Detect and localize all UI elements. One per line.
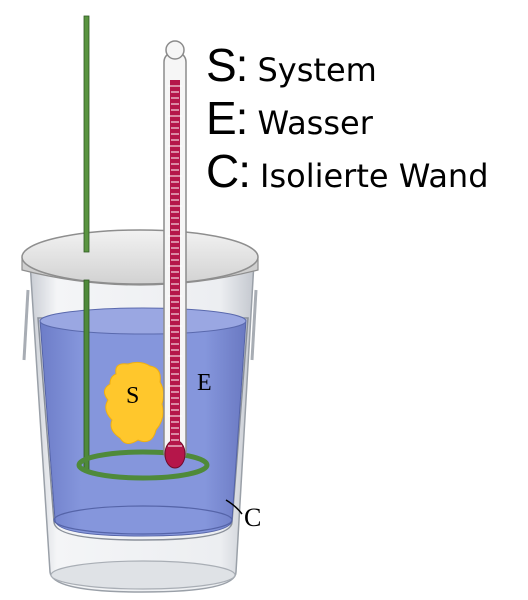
water-bottom [53, 505, 233, 535]
label-system: S [126, 383, 139, 409]
stirrer-ring [76, 449, 210, 481]
legend-value-environment: Wasser [257, 104, 373, 142]
container-pointer [225, 499, 243, 515]
cup-left-rim [22, 289, 30, 361]
legend-row-system: S: System [206, 42, 377, 88]
stirrer-rod-submerged [83, 279, 90, 471]
legend-key-container: C: [206, 145, 251, 197]
legend-row-environment: E: Wasser [206, 95, 373, 141]
label-environment: E [197, 370, 212, 396]
cup-right-rim [250, 289, 258, 361]
water-surface [39, 307, 247, 335]
legend-value-container: Isolierte Wand [260, 157, 489, 195]
thermometer [163, 40, 187, 469]
legend-key-system: S: [206, 39, 248, 91]
legend-key-environment: E: [206, 92, 248, 144]
legend-row-container: C: Isolierte Wand [206, 148, 489, 194]
inner-cup [37, 317, 249, 541]
lid [21, 229, 259, 285]
label-container: C [244, 503, 261, 532]
system-blob [104, 361, 165, 444]
stirrer-rod [83, 15, 90, 253]
outer-cup-bottom [50, 560, 236, 590]
legend-value-system: System [257, 51, 377, 89]
